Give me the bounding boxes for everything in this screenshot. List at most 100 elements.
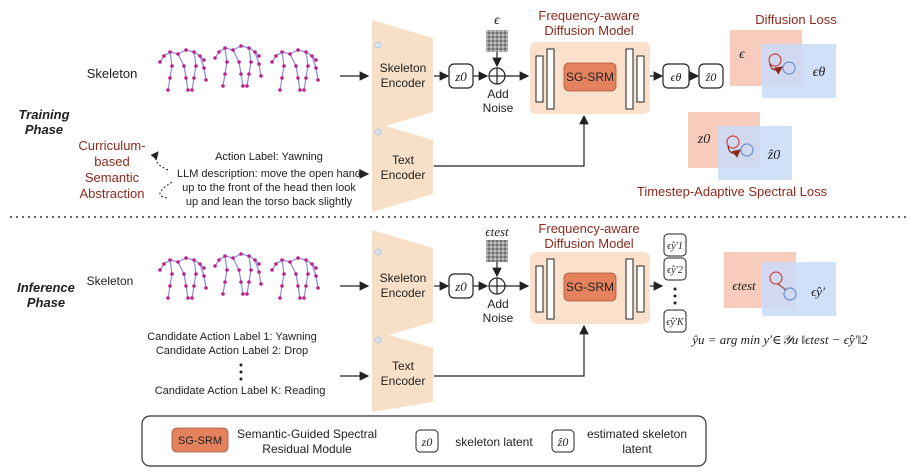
add-noise-label-2: Noise: [483, 101, 514, 115]
skeleton-bone: [177, 53, 185, 67]
legend-est-symbol: ẑ0: [557, 435, 569, 449]
candidate-dot-1: [239, 363, 243, 367]
text-encoder-lock-icon: [374, 128, 382, 136]
text-encoder-inf-label: Text: [392, 359, 415, 373]
output-eps-2-text: ϵ̂y′2: [667, 265, 683, 276]
skeleton-bone: [315, 67, 319, 81]
sg-srm-label: SG-SRM: [566, 70, 614, 84]
unet-inf-bar-4: [636, 265, 645, 313]
skeleton-encoder-inf-label-2: Encoder: [381, 286, 426, 300]
skeleton-joint: [186, 88, 190, 92]
training-phase-label: Training: [18, 107, 69, 122]
skeleton-joint: [176, 260, 180, 264]
skeleton-bone: [258, 63, 262, 77]
skeleton-joint: [168, 284, 172, 288]
diffusion-title-2: Diffusion Model: [544, 23, 633, 38]
llm-description-3: up and lean the torso back slightly: [186, 196, 353, 208]
skeleton-joint: [204, 78, 208, 82]
skeleton-joint: [182, 272, 186, 276]
skeleton-bone: [183, 273, 187, 287]
sg-srm-module: [563, 62, 617, 92]
skeleton-bone: [224, 269, 228, 283]
skeleton-bone: [311, 263, 317, 277]
candidate-label-1: Candidate Action Label 1: Yawning: [147, 331, 317, 343]
sg-srm-module-inference: [563, 272, 617, 302]
skeleton-joint: [190, 296, 194, 300]
diffusion-title: Frequency-aware: [538, 8, 639, 23]
skeleton-bone: [305, 273, 309, 287]
skeleton-joint: [225, 60, 229, 64]
diffusion-loss-title: Diffusion Loss: [755, 12, 837, 27]
skeleton-bone: [295, 65, 299, 79]
skeleton-joint: [249, 268, 253, 272]
encoder-inf-lock-icon: [374, 248, 382, 256]
skeleton-bone: [185, 285, 189, 299]
skeleton-joint: [310, 262, 314, 266]
skeleton-bone: [232, 49, 240, 63]
skeleton-bone: [281, 273, 285, 287]
skeleton-bone: [193, 273, 197, 287]
skeleton-joint: [288, 52, 292, 56]
text-encoder-inf-label-2: Encoder: [381, 374, 426, 388]
skeleton-joint: [184, 76, 188, 80]
legend-latent-box: [415, 429, 439, 453]
skeleton-bone: [199, 263, 205, 277]
skeleton-joint: [298, 296, 302, 300]
skeleton-joint: [198, 262, 202, 266]
spectral-loss-z0hat-box: [718, 126, 792, 180]
curriculum-label-4: Abstraction: [79, 186, 144, 201]
skeleton-joint: [231, 48, 235, 52]
skeleton-bone: [248, 61, 252, 75]
skeleton-bone: [167, 285, 171, 299]
skeleton-joint: [306, 272, 310, 276]
skeleton-joint: [257, 262, 261, 266]
skeleton-joint: [314, 58, 318, 62]
skeleton-bone: [224, 61, 228, 75]
skeleton-joint: [304, 50, 308, 54]
noise-image: [486, 30, 508, 52]
skeleton-bone: [254, 51, 260, 65]
skeleton-joint: [162, 262, 166, 266]
skeleton-joint: [213, 264, 217, 268]
skeleton-bone: [185, 77, 189, 91]
output-dot-1: [673, 287, 677, 291]
diffusion-loss-circle-red: [768, 53, 782, 67]
skeleton-joint: [298, 88, 302, 92]
text-encoder-inference: [372, 330, 433, 412]
skeleton-joint: [184, 284, 188, 288]
skeleton-joint: [247, 72, 251, 76]
legend-est-desc-1: estimated skeleton: [587, 427, 687, 441]
unet-inf-bar-3: [625, 258, 634, 320]
skeleton-joint: [194, 272, 198, 276]
skeleton-joint: [316, 286, 320, 290]
legend-est-box: [551, 429, 575, 453]
skeleton-bone: [191, 77, 195, 91]
skeleton-joint: [296, 256, 300, 260]
arrow-text-to-diffusion: [434, 114, 589, 167]
skeleton-joint: [170, 64, 174, 68]
skeleton-joint: [302, 88, 306, 92]
spectral-loss-arrow: [727, 145, 741, 158]
skeleton-joint: [270, 60, 274, 64]
legend-sg-srm-label: SG-SRM: [178, 435, 222, 447]
skeleton-joint: [202, 66, 206, 70]
skeleton-joint: [184, 48, 188, 52]
skeleton-bone: [199, 55, 205, 69]
skeleton-joint: [247, 280, 251, 284]
compare-eps-hat: ϵ̂y′: [811, 284, 825, 299]
skeleton-joint: [192, 50, 196, 54]
skeleton-joint: [223, 46, 227, 50]
skeleton-joint: [192, 258, 196, 262]
skeleton-joint: [304, 76, 308, 80]
skeleton-joint: [168, 76, 172, 80]
skeleton-joint: [282, 272, 286, 276]
skeleton-joint: [278, 88, 282, 92]
output-eps-k-text: ϵ̂y′K: [666, 317, 685, 328]
skeleton-encoder-label-2: Encoder: [381, 76, 426, 90]
skeleton-bone: [289, 53, 297, 67]
unet-inf-bar-1: [535, 265, 544, 313]
skeleton-joint: [168, 50, 172, 54]
text-encoder-inf-lock-icon: [374, 336, 382, 344]
skeleton-bone: [224, 255, 228, 271]
skeleton-joint: [306, 64, 310, 68]
